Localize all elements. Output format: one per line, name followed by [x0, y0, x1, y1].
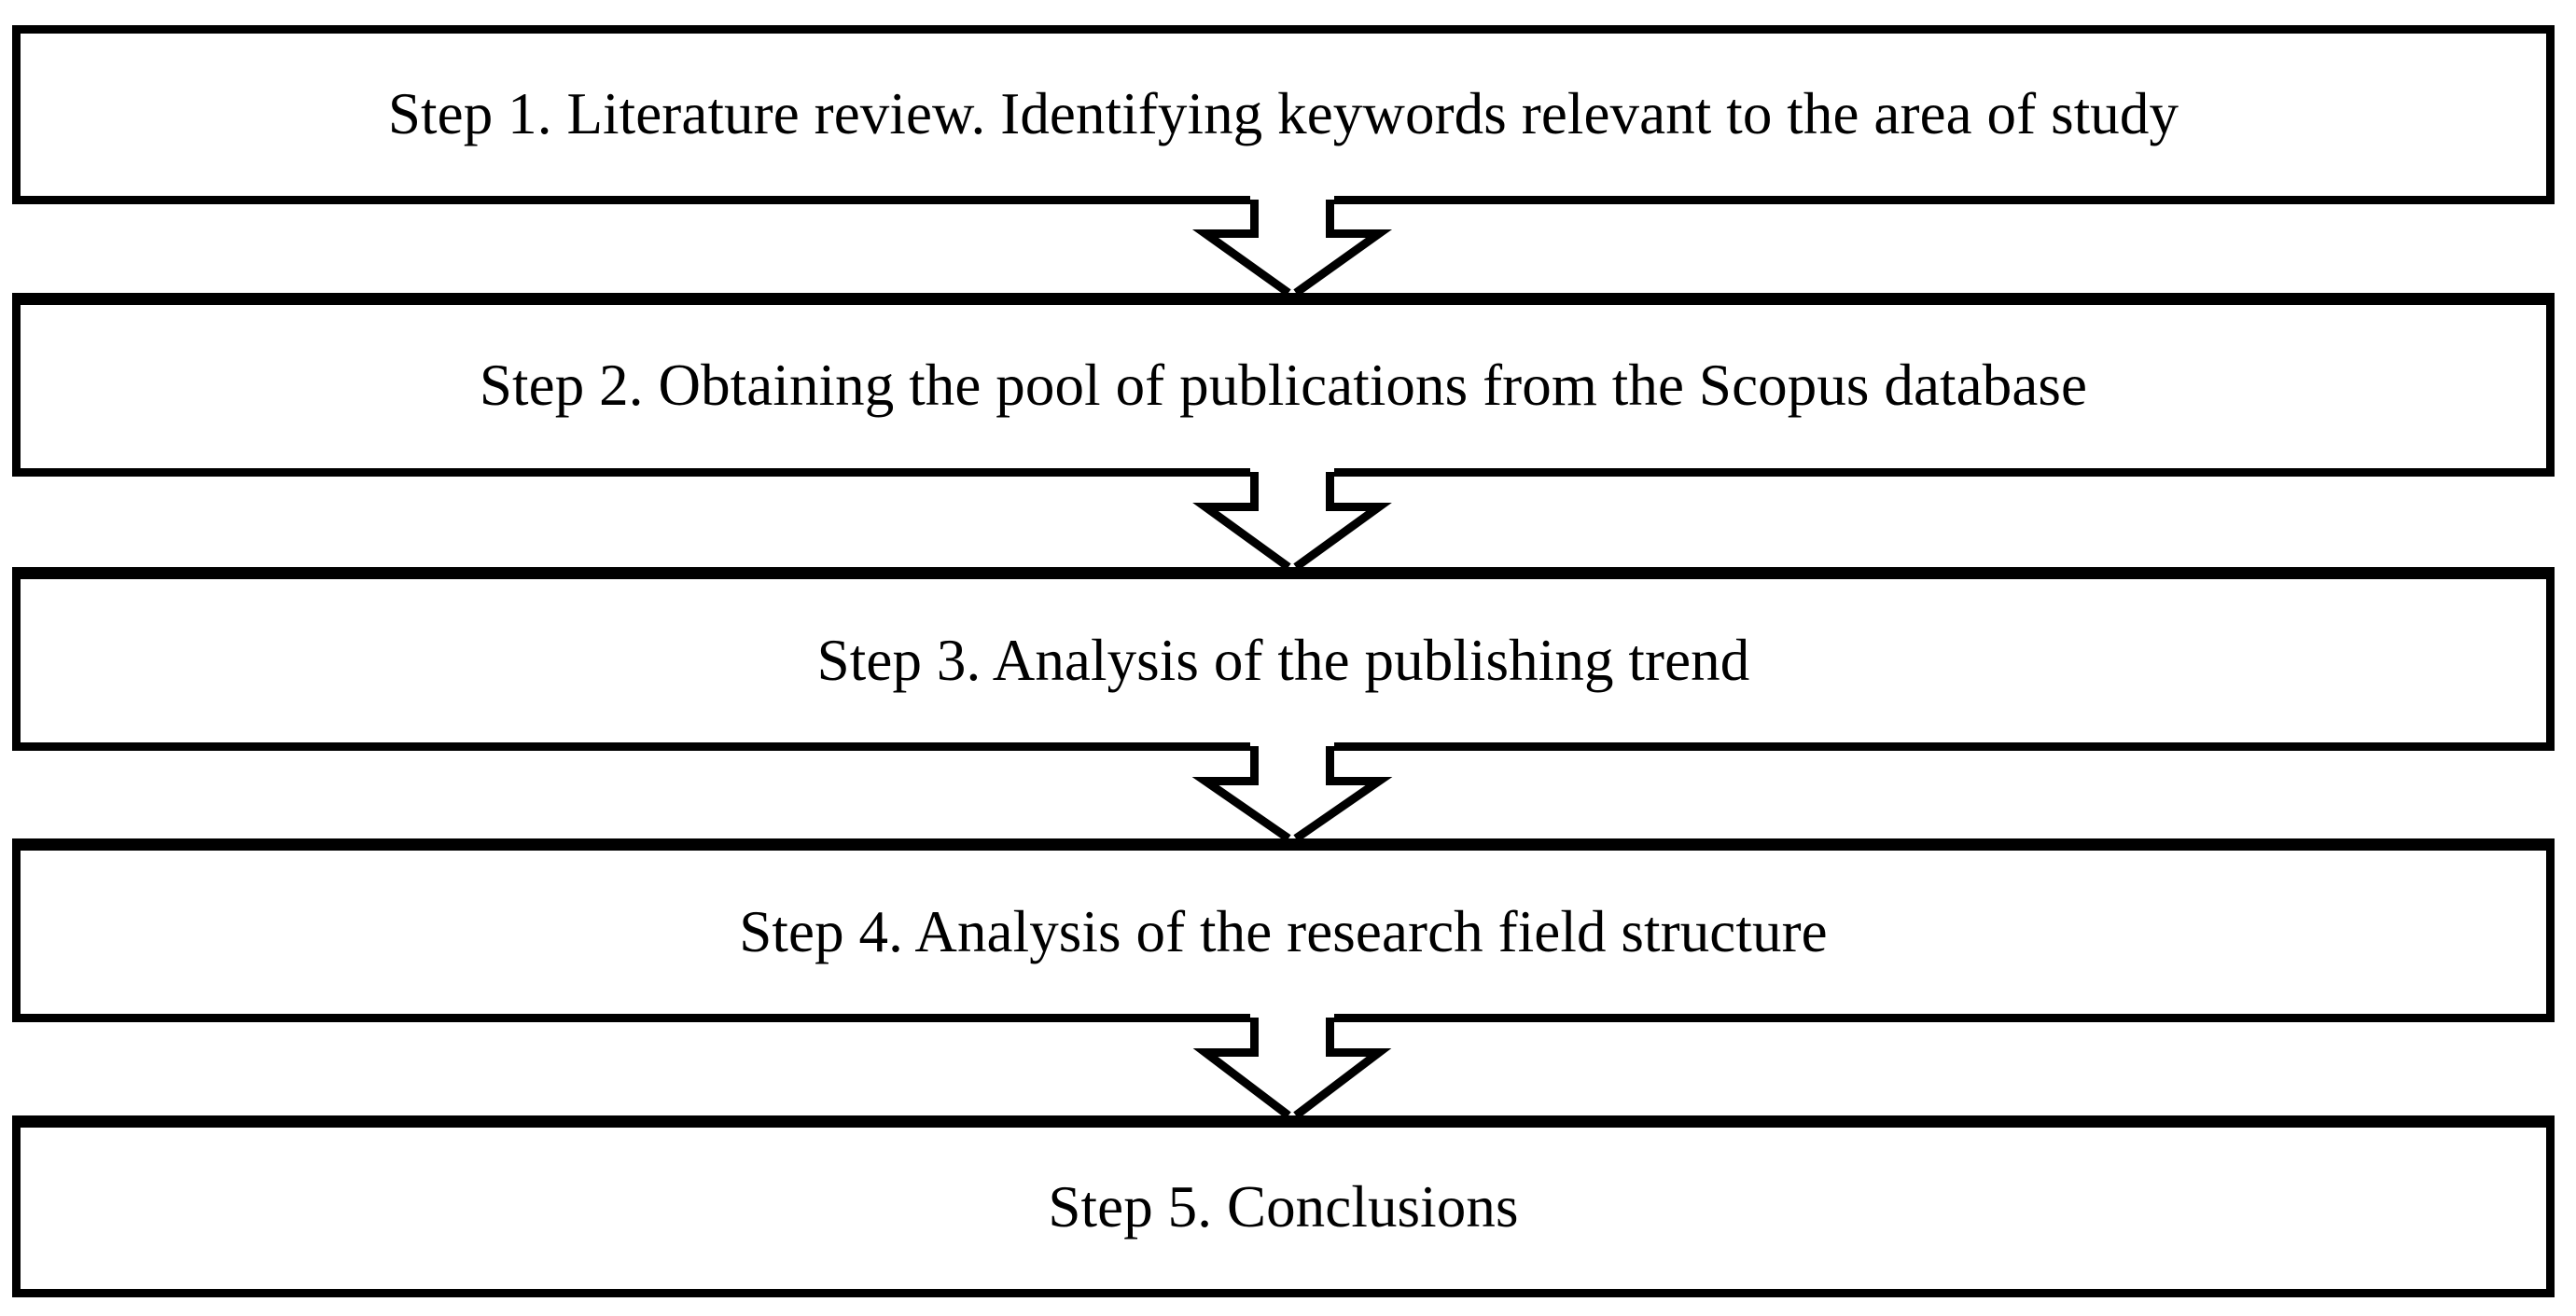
step-box-3 — [12, 567, 2555, 751]
step-box-5 — [12, 1115, 2555, 1297]
step-box-1 — [12, 25, 2555, 204]
arrow-step1-to-step2 — [1191, 200, 1393, 297]
step-box-2 — [12, 293, 2555, 477]
arrow-step2-to-step3 — [1192, 472, 1392, 571]
arrow-step3-to-step4 — [1191, 746, 1393, 842]
arrow-step4-to-step5 — [1192, 1018, 1392, 1119]
step-box-4 — [12, 838, 2555, 1022]
